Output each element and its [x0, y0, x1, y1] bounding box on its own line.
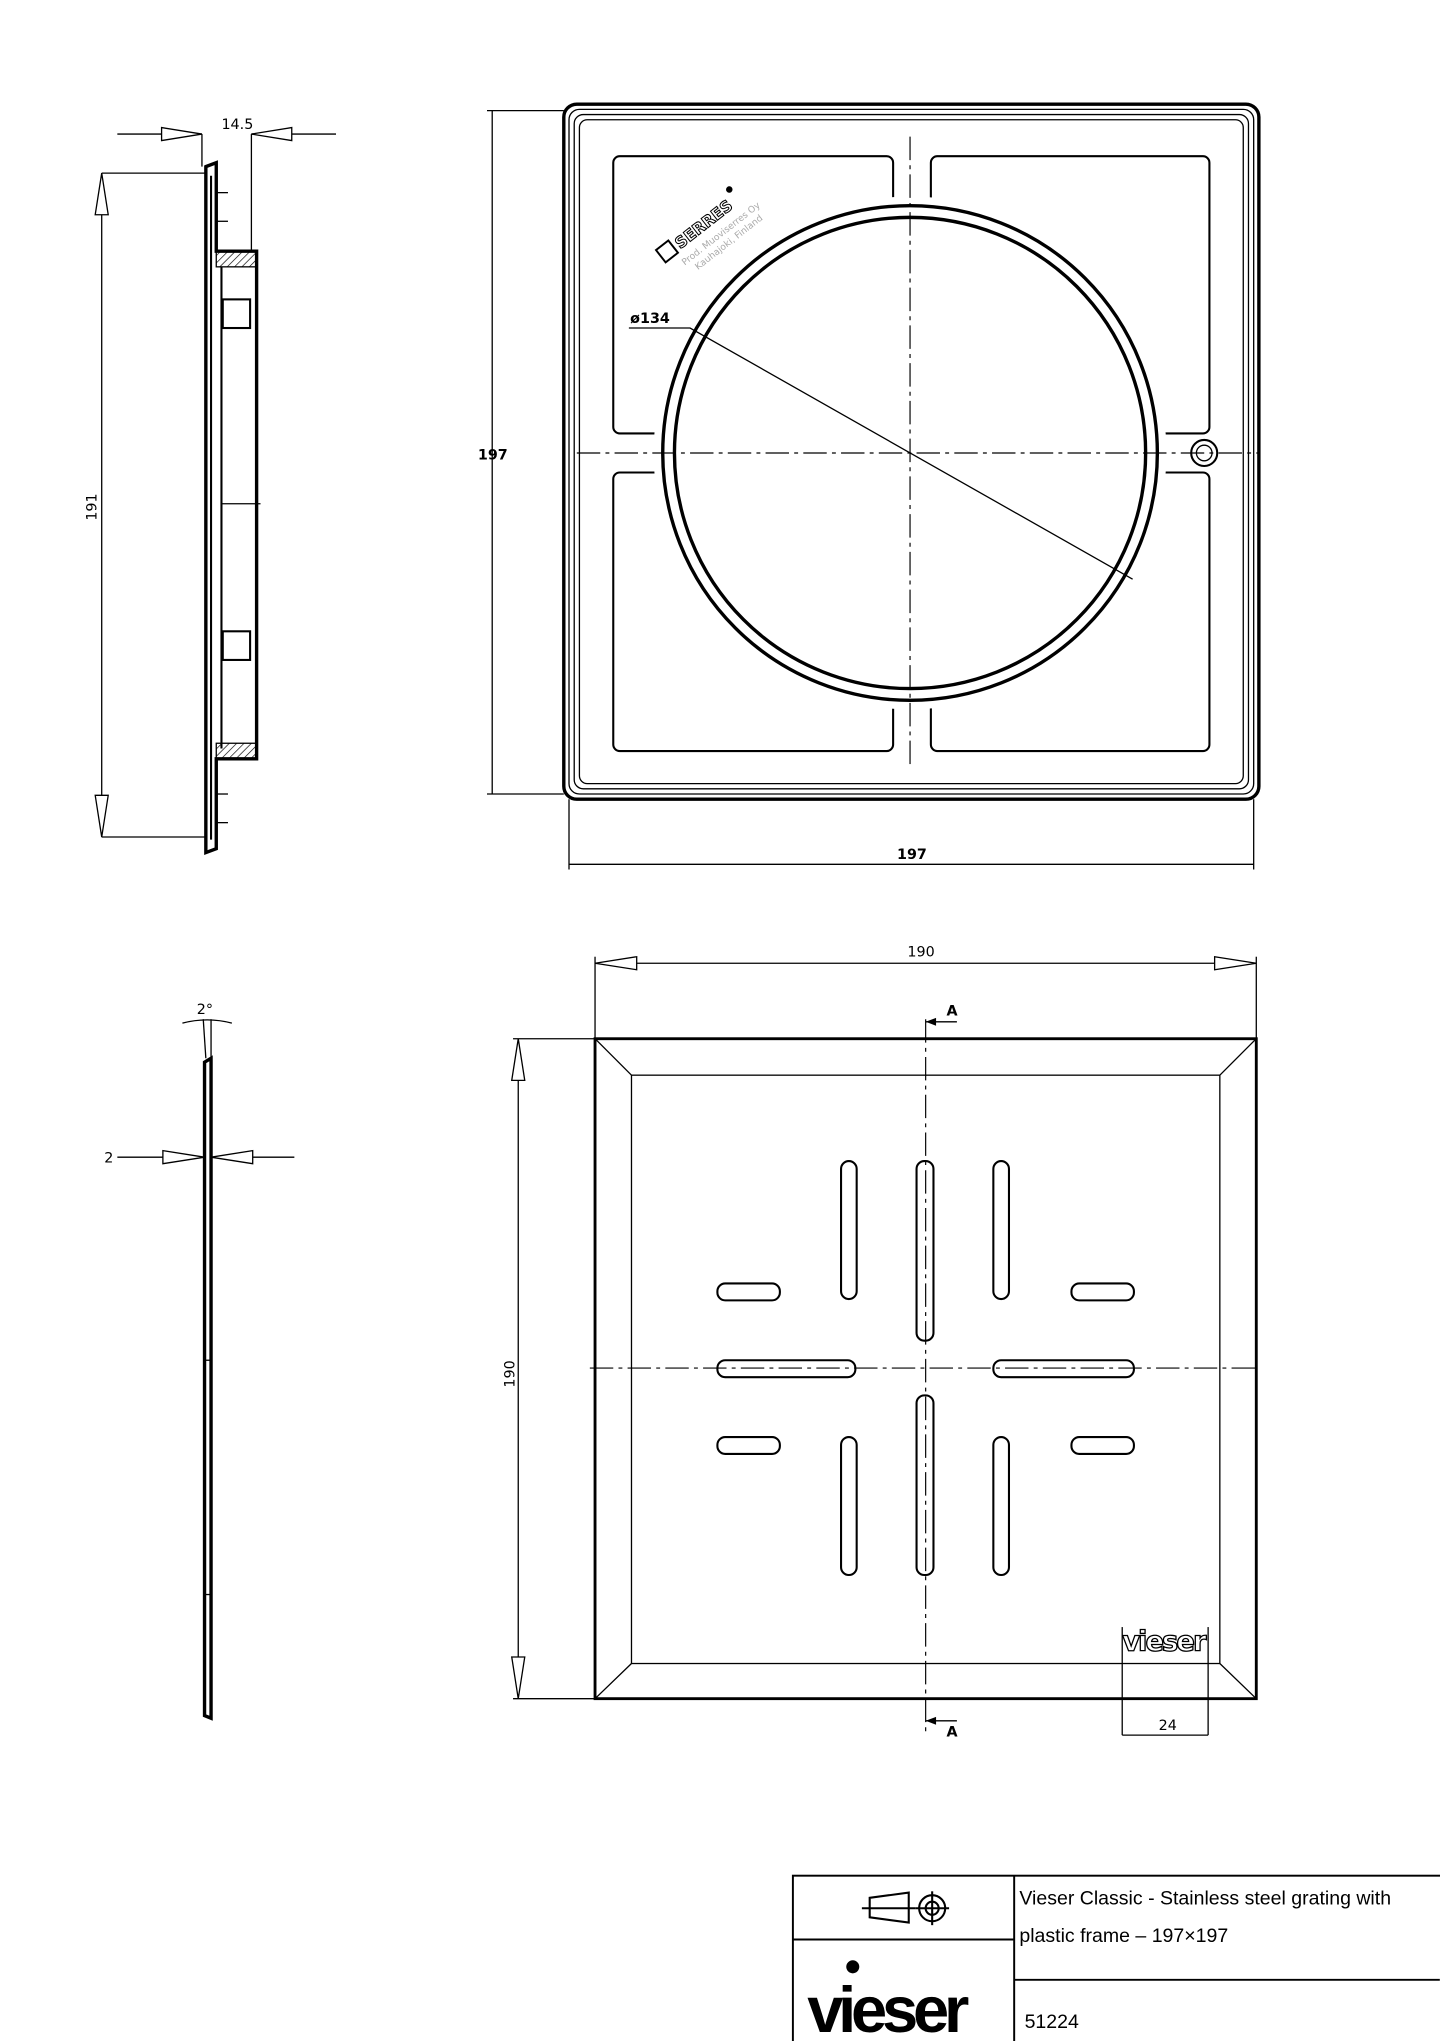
- title-block: vieser Vieser Classic - Stainless steel …: [791, 1874, 1440, 2041]
- grating-height-label: 190: [502, 1360, 518, 1387]
- section-mark-top: A: [946, 1003, 957, 1019]
- drain-slots: [716, 1160, 1135, 1577]
- diameter-label: ø134: [630, 311, 670, 327]
- slot: [992, 1359, 1135, 1379]
- slot: [716, 1359, 857, 1379]
- frame-height-label: 197: [478, 447, 508, 463]
- grating-logo: vieser: [1122, 1627, 1207, 1658]
- slot: [1070, 1435, 1135, 1455]
- frame-side-height-label: 191: [85, 493, 101, 520]
- slot: [840, 1435, 858, 1577]
- slot: [1070, 1282, 1135, 1302]
- svg-text:vieser: vieser: [807, 1973, 969, 2041]
- slot: [992, 1435, 1011, 1577]
- frame-side-view: 14.5 191: [85, 117, 337, 856]
- frame-top-view: ø134 SERRES Prod. Muoviserres Oy Kauhajo…: [478, 102, 1261, 870]
- first-angle-projection-icon: [861, 1891, 950, 1926]
- part-number: 51224: [1025, 2011, 1079, 2033]
- slot: [915, 1394, 935, 1577]
- slot: [992, 1160, 1011, 1301]
- grating-width-label: 190: [907, 945, 934, 961]
- section-mark-bottom: A: [946, 1724, 957, 1740]
- slot: [716, 1435, 781, 1455]
- title-line-1: Vieser Classic - Stainless steel grating…: [1019, 1887, 1391, 1909]
- frame-width-label: 197: [897, 847, 927, 863]
- grating-top-view: A A vieser 24 190 190: [502, 945, 1261, 1740]
- title-line-2: plastic frame – 197×197: [1019, 1925, 1228, 1947]
- slot: [840, 1160, 858, 1301]
- grating-angle-label: 2°: [197, 1002, 213, 1018]
- slot: [716, 1282, 781, 1302]
- logo-width-label: 24: [1159, 1718, 1177, 1734]
- slot: [915, 1160, 935, 1342]
- frame-depth-label: 14.5: [221, 117, 253, 133]
- vieser-brand-logo: vieser: [807, 1960, 974, 2041]
- grating-side-view: 2° 2: [104, 1002, 295, 1721]
- grating-thickness-label: 2: [104, 1150, 113, 1166]
